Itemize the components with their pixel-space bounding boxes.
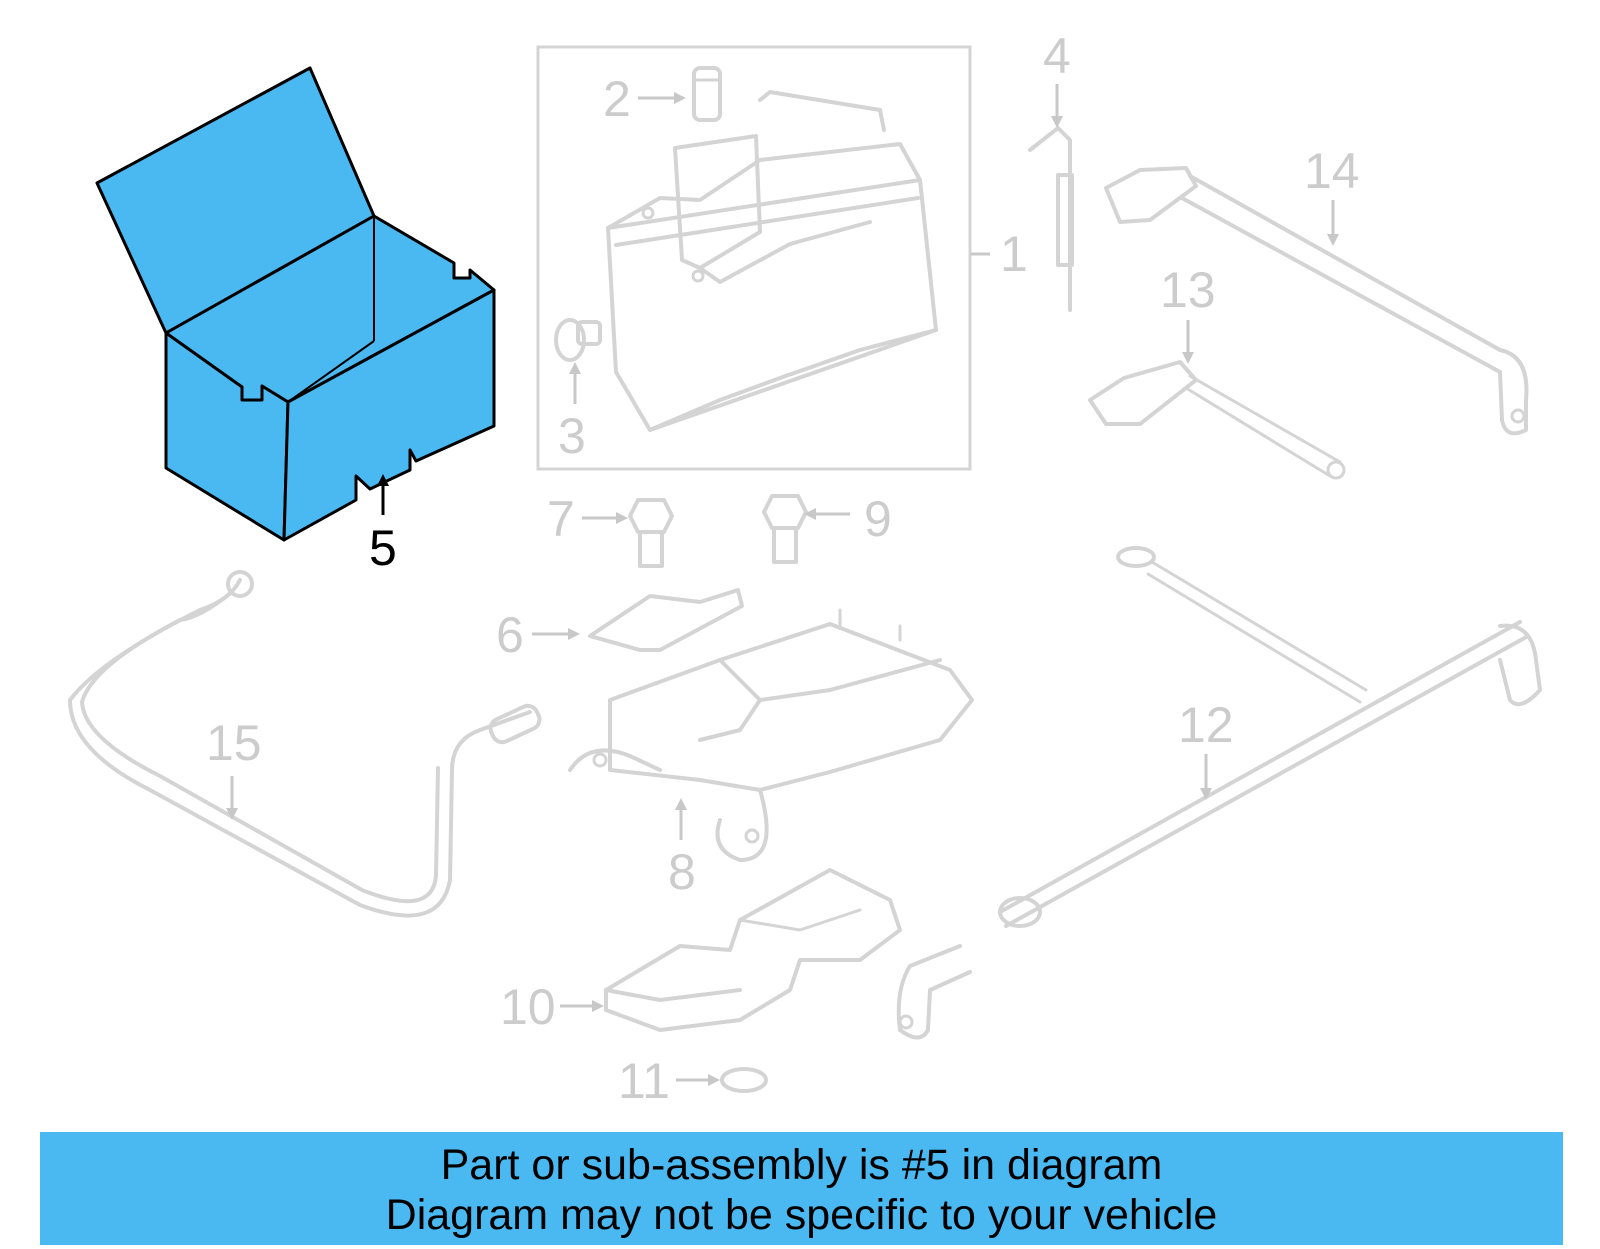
callout-13: 13 xyxy=(1160,262,1216,318)
callout-9: 9 xyxy=(864,491,892,547)
banner-line-part: Part or sub-assembly is #5 in diagram xyxy=(440,1141,1163,1189)
part-6-hold-down-bracket[interactable] xyxy=(588,588,744,652)
part-3-plug[interactable] xyxy=(554,318,602,362)
part-15-cable[interactable] xyxy=(68,570,543,918)
part-1-group-frame xyxy=(536,45,972,471)
part-4-vent-tube[interactable] xyxy=(1028,126,1074,312)
callout-2: 2 xyxy=(603,71,631,127)
callout-15: 15 xyxy=(206,715,262,771)
callout-14: 14 xyxy=(1304,143,1360,199)
part-8-battery-tray[interactable] xyxy=(568,608,974,862)
callout-1: 1 xyxy=(1000,226,1028,282)
callout-10: 10 xyxy=(500,979,556,1035)
callout-7: 7 xyxy=(547,491,575,547)
callout-3: 3 xyxy=(558,408,586,464)
callout-6: 6 xyxy=(496,607,524,663)
part-13-negative-terminal[interactable] xyxy=(1088,360,1346,480)
part-14-positive-cable[interactable] xyxy=(1104,166,1529,436)
banner-line-disclaimer: Diagram may not be specific to your vehi… xyxy=(385,1191,1218,1239)
part-11-washer[interactable] xyxy=(720,1067,768,1093)
part-10-base-plate[interactable] xyxy=(604,868,902,1032)
callout-8: 8 xyxy=(668,844,696,900)
callout-12: 12 xyxy=(1178,697,1234,753)
part-9-bolt[interactable] xyxy=(762,494,808,564)
callout-5: 5 xyxy=(369,520,397,576)
part-7-bolt[interactable] xyxy=(628,498,674,568)
callout-11: 11 xyxy=(618,1053,670,1109)
parts-diagram: 1 2 3 4 5 6 7 8 9 10 11 12 13 14 15 xyxy=(68,28,1542,1109)
part-12-cable[interactable] xyxy=(896,546,1542,1040)
part-1-battery[interactable] xyxy=(606,90,938,432)
part-5-battery-box[interactable] xyxy=(95,66,496,542)
info-banner: Part or sub-assembly is #5 in diagram Di… xyxy=(40,1132,1563,1245)
callout-4: 4 xyxy=(1043,28,1071,84)
part-2-vent-cap[interactable] xyxy=(692,66,722,122)
